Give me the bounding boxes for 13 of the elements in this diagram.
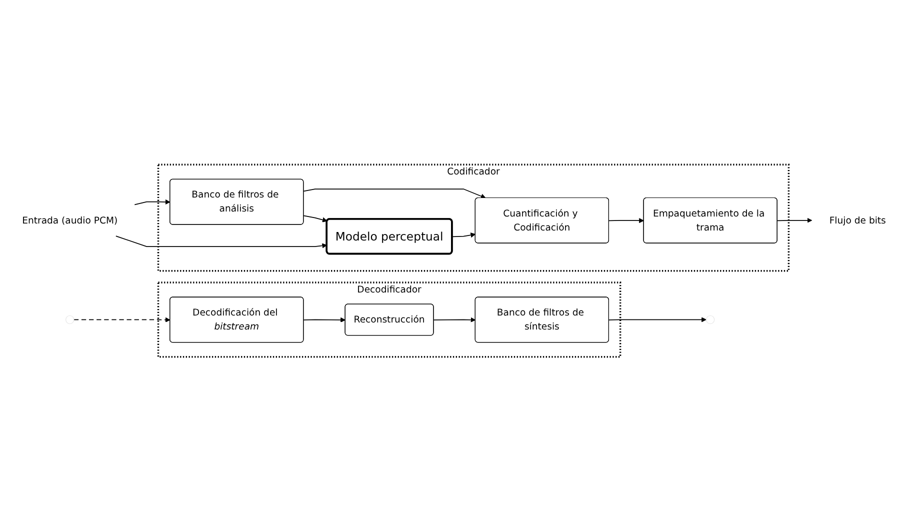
arrow <box>303 216 328 223</box>
arrow <box>303 318 346 323</box>
arrow <box>776 218 812 224</box>
arrow <box>608 218 644 224</box>
node-text: Flujo de bits <box>829 214 886 226</box>
node-text: Entrada (audio PCM) <box>22 214 118 226</box>
arrow <box>303 188 486 199</box>
arrow <box>608 317 706 322</box>
arrow <box>433 318 476 323</box>
arrow <box>452 232 476 238</box>
arrow <box>116 236 328 249</box>
arrow <box>73 318 170 323</box>
arrow <box>134 200 170 206</box>
